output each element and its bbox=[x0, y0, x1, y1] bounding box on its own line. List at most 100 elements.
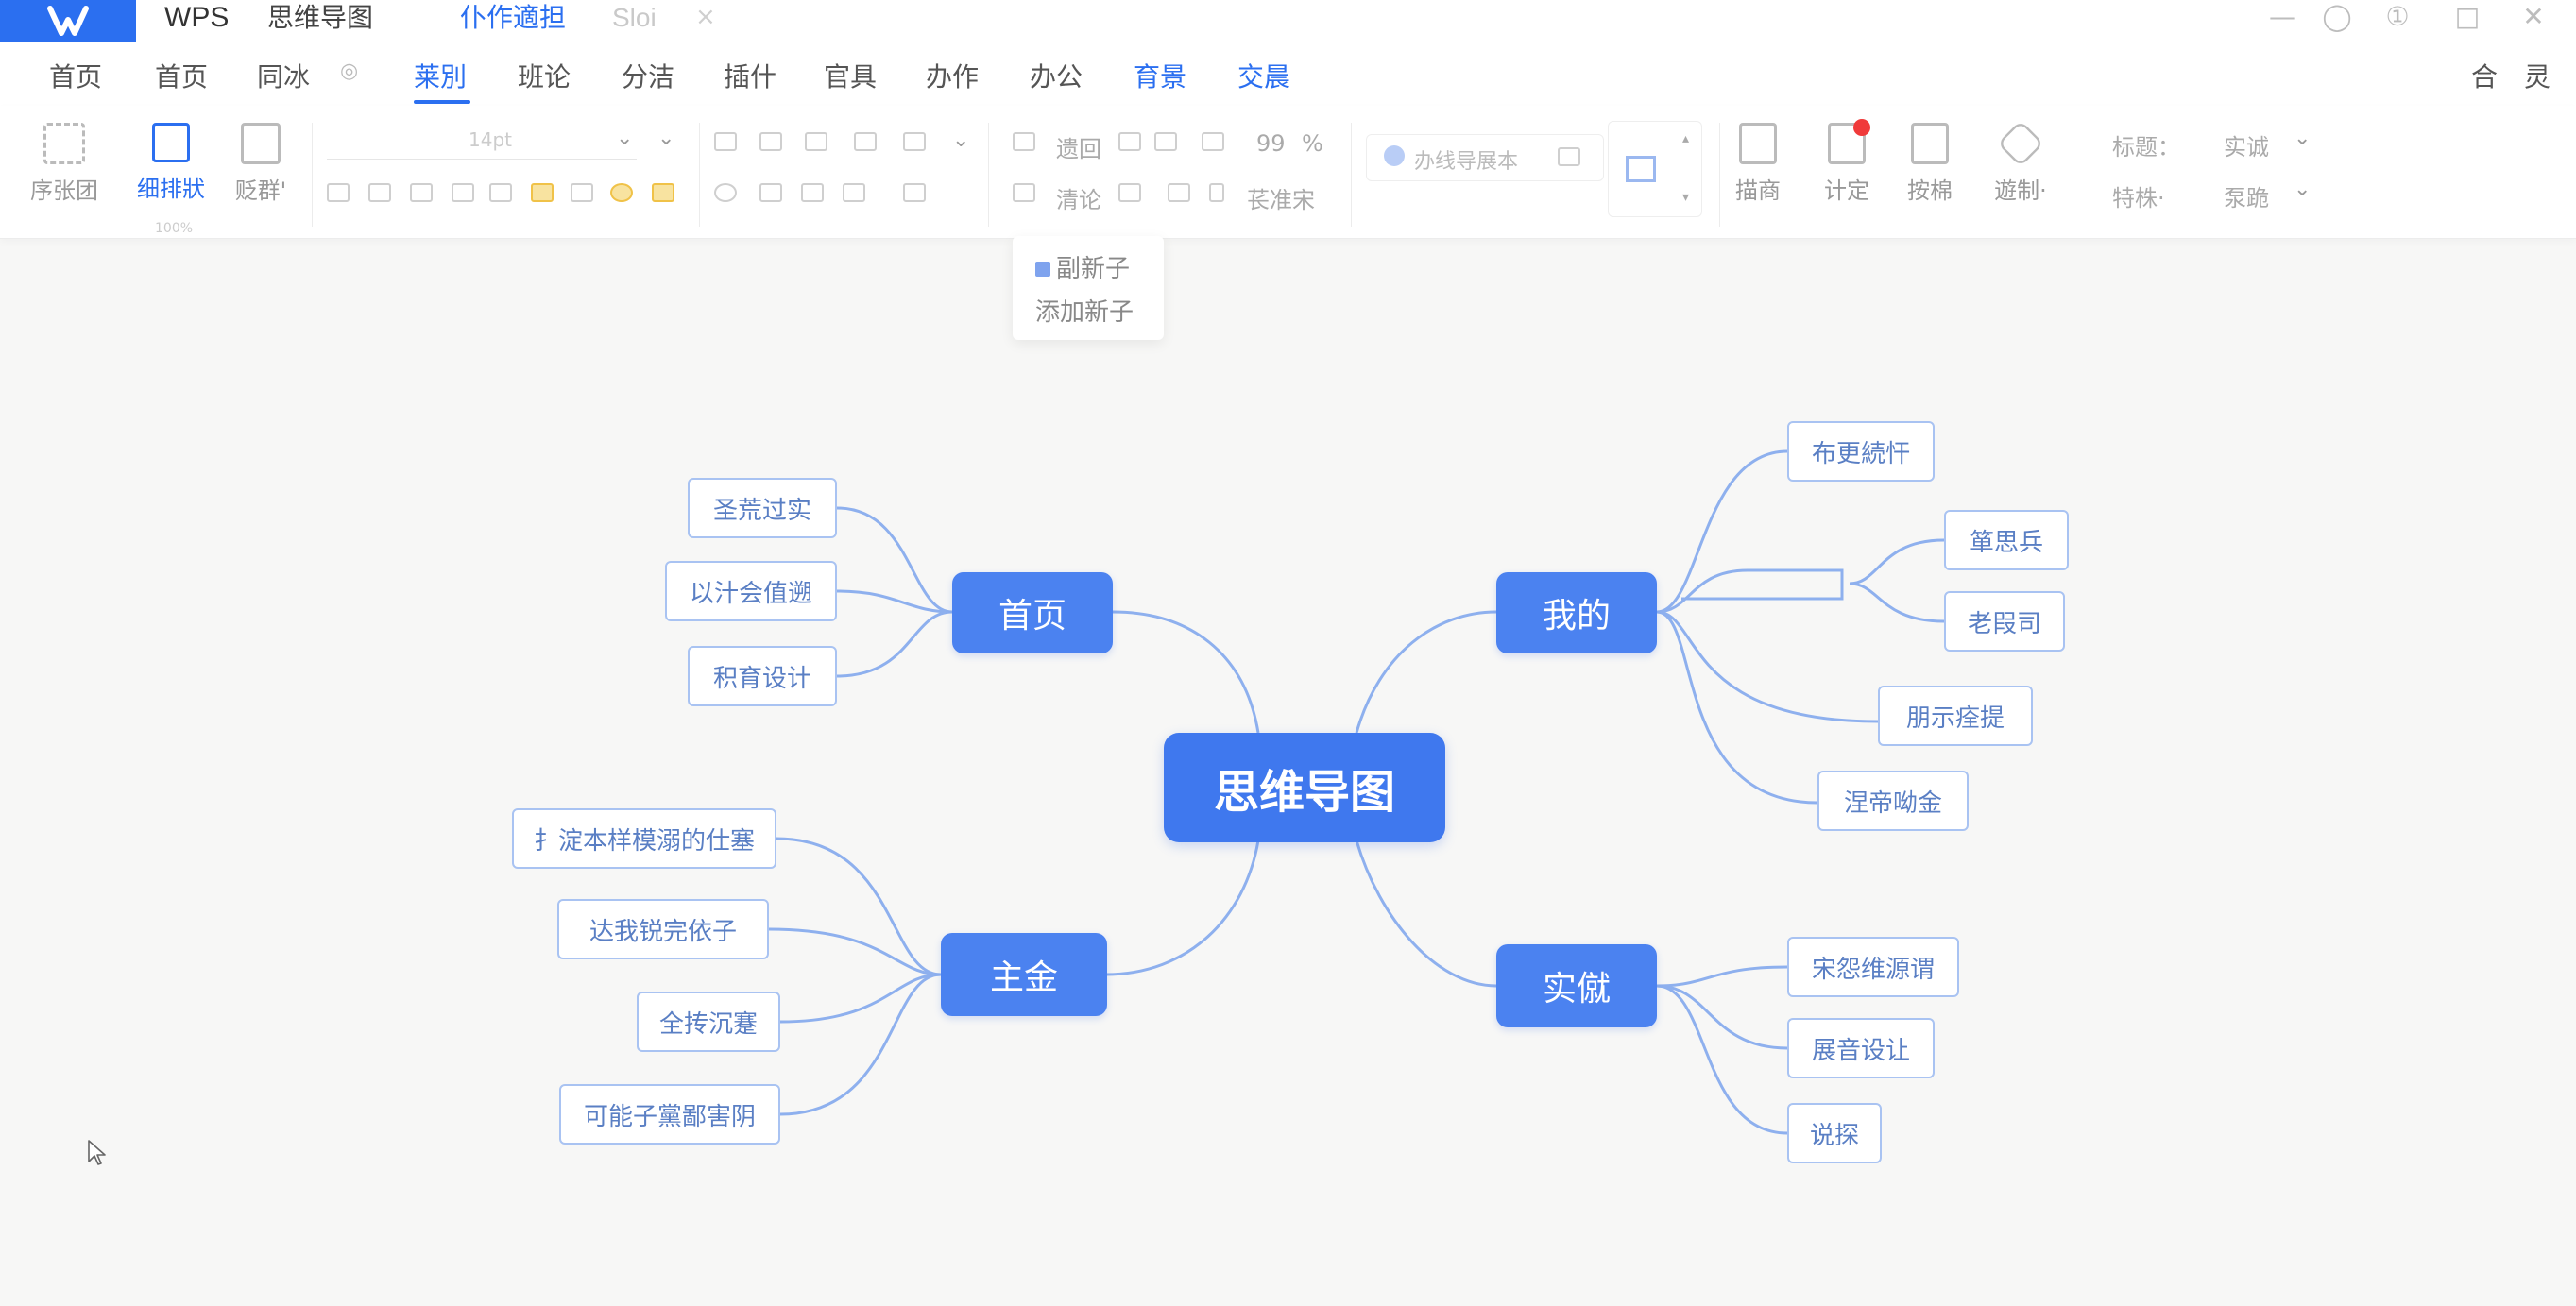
ribbon-text-1[interactable]: 遗回 bbox=[1056, 136, 1101, 162]
shape-icon[interactable] bbox=[805, 132, 827, 151]
highlight-icon[interactable] bbox=[531, 183, 554, 202]
ribbon-text-2[interactable]: 清论 bbox=[1056, 187, 1101, 213]
shape-icon[interactable] bbox=[903, 132, 926, 151]
shape-icon[interactable] bbox=[714, 183, 737, 202]
format-icon[interactable] bbox=[368, 183, 391, 202]
size-control[interactable]: ▴ ▾ bbox=[1608, 121, 1702, 217]
menu-right-item-1[interactable]: 合 bbox=[2471, 61, 2499, 93]
popup-item-1[interactable]: 副新子 bbox=[1035, 249, 1130, 284]
chevron-down-icon[interactable]: ⌄ bbox=[2294, 127, 2312, 150]
chevron-down-icon[interactable]: ⌄ bbox=[952, 128, 970, 152]
shape-icon[interactable] bbox=[1013, 132, 1035, 151]
menu-item-9[interactable]: 官具 bbox=[824, 61, 878, 93]
user-icon[interactable]: ◯ bbox=[2322, 1, 2352, 32]
menu-item-11[interactable]: 办公 bbox=[1030, 61, 1083, 93]
maximize-icon[interactable]: □ bbox=[2454, 1, 2481, 32]
menu-item-12[interactable]: 育景 bbox=[1134, 61, 1187, 93]
color-icon[interactable] bbox=[610, 183, 633, 202]
fill-icon[interactable] bbox=[652, 183, 674, 202]
tab-document-2[interactable]: Sloi bbox=[612, 3, 657, 32]
shape-icon[interactable] bbox=[759, 132, 782, 151]
menu-item-home[interactable]: 首页 bbox=[49, 61, 103, 93]
mindmap-leaf-node[interactable]: 涅帝呦金 bbox=[1817, 771, 1969, 831]
format-icon[interactable] bbox=[489, 183, 512, 202]
window-close-icon[interactable]: ✕ bbox=[2522, 1, 2545, 32]
mindmap-root-node[interactable]: 思维导图 bbox=[1164, 733, 1445, 842]
mindmap-leaf-node[interactable]: 以汁会值遡 bbox=[665, 561, 837, 621]
mindmap-branch-node[interactable]: 首页 bbox=[952, 572, 1113, 653]
format-icon[interactable] bbox=[452, 183, 474, 202]
mindmap-branch-node[interactable]: 实僦 bbox=[1496, 944, 1657, 1027]
menu-right-item-2[interactable]: 灵 bbox=[2524, 61, 2551, 93]
chevron-down-icon[interactable]: ⌄ bbox=[657, 127, 675, 150]
theme-button[interactable]: 贬群' bbox=[223, 123, 299, 205]
shape-icon[interactable] bbox=[801, 183, 824, 202]
menu-item-10[interactable]: 办作 bbox=[926, 61, 980, 93]
connector-line bbox=[1656, 568, 1844, 614]
mindmap-branch-node[interactable]: 我的 bbox=[1496, 572, 1657, 653]
title-value[interactable]: 实诚 bbox=[2224, 134, 2269, 161]
mindmap-leaf-node[interactable]: 老叚司 bbox=[1944, 591, 2065, 652]
mindmap-leaf-node[interactable]: 可能子黨鄙害阴 bbox=[559, 1084, 780, 1145]
shape-icon[interactable] bbox=[903, 183, 926, 202]
shape-icon[interactable] bbox=[1209, 183, 1224, 202]
outline-button[interactable]: 按棉 bbox=[1895, 123, 1965, 205]
ribbon-text-5[interactable]: % bbox=[1302, 130, 1323, 157]
wps-logo-icon[interactable] bbox=[0, 0, 136, 42]
mindmap-leaf-node[interactable]: 布更続忓 bbox=[1787, 421, 1935, 482]
mindmap-leaf-node[interactable]: 积育设计 bbox=[688, 646, 837, 706]
shape-icon[interactable] bbox=[843, 183, 865, 202]
menu-item-13[interactable]: 交晨 bbox=[1237, 61, 1291, 93]
minimize-icon[interactable]: — bbox=[2269, 1, 2295, 32]
format-icon[interactable] bbox=[327, 183, 350, 202]
tab-active-document[interactable]: 仆作適担 bbox=[460, 2, 567, 33]
format-icon[interactable] bbox=[571, 183, 593, 202]
mindmap-branch-node[interactable]: 主金 bbox=[941, 933, 1107, 1016]
menu-item-icon[interactable]: ◎ bbox=[340, 59, 359, 83]
mindmap-connectors bbox=[768, 449, 1945, 1135]
mindmap-leaf-node[interactable]: 圣荒过实 bbox=[688, 478, 837, 538]
popup-item-2[interactable]: 添加新子 bbox=[1035, 298, 1134, 327]
ribbon-text-3[interactable]: 苌准宋 bbox=[1247, 187, 1315, 213]
format-icon[interactable] bbox=[410, 183, 433, 202]
ribbon-toolbar: 序张团 细排狀 贬群' 100% 14pt ⌄ ⌄ ⌄ 遗回 99 % 清论 苌… bbox=[0, 106, 2576, 239]
shape-icon[interactable] bbox=[1118, 132, 1141, 151]
menu-item-home-2[interactable]: 首页 bbox=[155, 61, 209, 93]
menu-item-6[interactable]: 班论 bbox=[518, 61, 571, 93]
menu-item-active[interactable]: 莱別 bbox=[414, 61, 468, 93]
shape-icon[interactable] bbox=[1118, 183, 1141, 202]
mindmap-leaf-node[interactable]: 箪思兵 bbox=[1944, 510, 2069, 570]
style-value[interactable]: 泵跪 bbox=[2224, 185, 2269, 212]
mindmap-leaf-node[interactable]: 达我锐完依子 bbox=[557, 899, 769, 959]
menu-item-3[interactable]: 同冰 bbox=[257, 61, 311, 93]
shape-icon[interactable] bbox=[714, 132, 737, 151]
shape-icon[interactable] bbox=[854, 132, 877, 151]
mindmap-leaf-node[interactable]: 全抟沉蹇 bbox=[637, 992, 780, 1052]
mindmap-canvas[interactable]: 思维导图 首页 主金 我的 实僦 圣荒过实 以汁会值遡 积育设计 扌淀本样模溺的… bbox=[0, 238, 2576, 1306]
ribbon-text-4[interactable]: 99 bbox=[1256, 130, 1286, 157]
export-button[interactable]: 遊制· bbox=[1980, 120, 2061, 205]
mindmap-leaf-node[interactable]: 展音设让 bbox=[1787, 1018, 1935, 1078]
plan-button[interactable]: 计定 bbox=[1812, 119, 1882, 205]
menu-item-7[interactable]: 分洁 bbox=[622, 61, 675, 93]
arrow-down-icon[interactable]: ▾ bbox=[1682, 190, 1690, 205]
shape-icon[interactable] bbox=[1202, 132, 1224, 151]
font-select[interactable]: 14pt ⌄ bbox=[327, 125, 637, 160]
mindmap-leaf-node[interactable]: 朋示痊提 bbox=[1878, 686, 2033, 746]
close-icon[interactable]: × bbox=[695, 3, 716, 31]
search-box[interactable]: 办线导展本 bbox=[1366, 134, 1604, 181]
notification-icon[interactable]: ① bbox=[2385, 1, 2410, 32]
mindmap-leaf-node[interactable]: 扌淀本样模溺的仕塞 bbox=[512, 808, 776, 869]
style-button[interactable]: 细排狀 bbox=[130, 123, 212, 203]
mindmap-leaf-node[interactable]: 说探 bbox=[1787, 1103, 1882, 1163]
shape-icon[interactable] bbox=[1168, 183, 1190, 202]
shape-icon[interactable] bbox=[1154, 132, 1177, 151]
mindmap-leaf-node[interactable]: 宋怨维源谓 bbox=[1787, 937, 1959, 997]
arrow-up-icon[interactable]: ▴ bbox=[1682, 131, 1690, 146]
shape-icon[interactable] bbox=[759, 183, 782, 202]
insert-button[interactable]: 描商 bbox=[1725, 123, 1791, 205]
layout-button[interactable]: 序张团 bbox=[26, 123, 102, 205]
shape-icon[interactable] bbox=[1013, 183, 1035, 202]
menu-item-8[interactable]: 插什 bbox=[724, 61, 777, 93]
chevron-down-icon[interactable]: ⌄ bbox=[2294, 178, 2312, 201]
